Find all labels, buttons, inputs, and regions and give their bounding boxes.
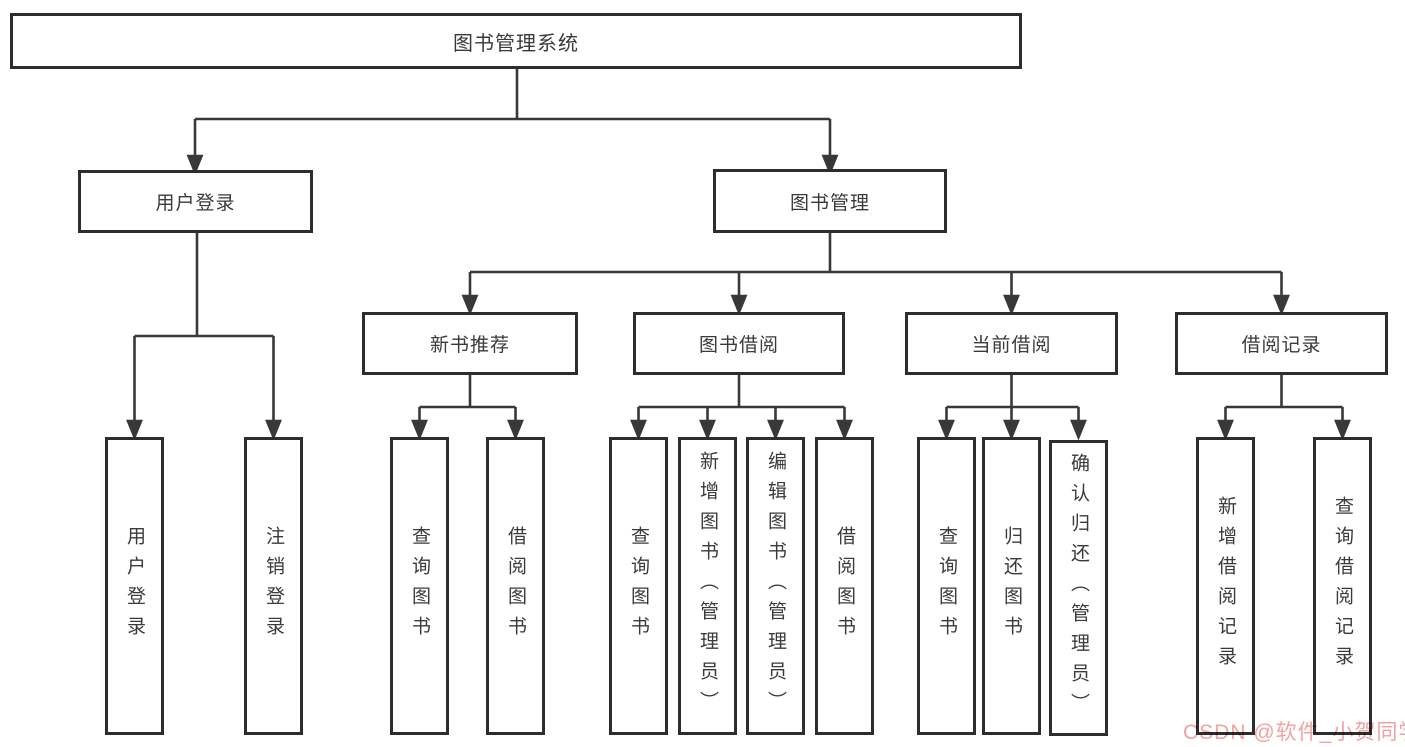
leaf-edit-books-admin: 编辑图书（管理员） — [746, 437, 805, 735]
csdn-watermark: CSDN @软件_小贺同学 — [1183, 721, 1405, 744]
leaf-query-books-current: 查询图书 — [917, 437, 976, 735]
leaf-borrow-books-recommend: 借阅图书 — [486, 437, 545, 735]
leaf-logout-login: 注销登录 — [244, 437, 303, 735]
leaf-query-borrow-record: 查询借阅记录 — [1313, 437, 1372, 735]
node-new-book-recommend: 新书推荐 — [362, 312, 578, 375]
node-current-borrowing: 当前借阅 — [905, 312, 1118, 375]
leaf-return-books: 归还图书 — [982, 437, 1041, 735]
node-book-management-branch: 图书管理 — [713, 169, 947, 233]
leaf-user-login: 用户登录 — [105, 437, 164, 735]
node-borrowing-records: 借阅记录 — [1175, 312, 1388, 375]
leaf-add-borrow-record: 新增借阅记录 — [1196, 437, 1255, 735]
leaf-query-books-recommend: 查询图书 — [390, 437, 449, 735]
leaf-confirm-return-admin: 确认归还（管理员） — [1049, 440, 1108, 736]
leaf-borrow-books-borrowing: 借阅图书 — [815, 437, 874, 735]
node-root-library-system: 图书管理系统 — [10, 13, 1022, 69]
node-user-login-branch: 用户登录 — [78, 170, 313, 233]
node-book-borrowing: 图书借阅 — [633, 312, 845, 375]
leaf-add-books-admin: 新增图书（管理员） — [678, 437, 737, 735]
leaf-query-books-borrowing: 查询图书 — [609, 437, 668, 735]
